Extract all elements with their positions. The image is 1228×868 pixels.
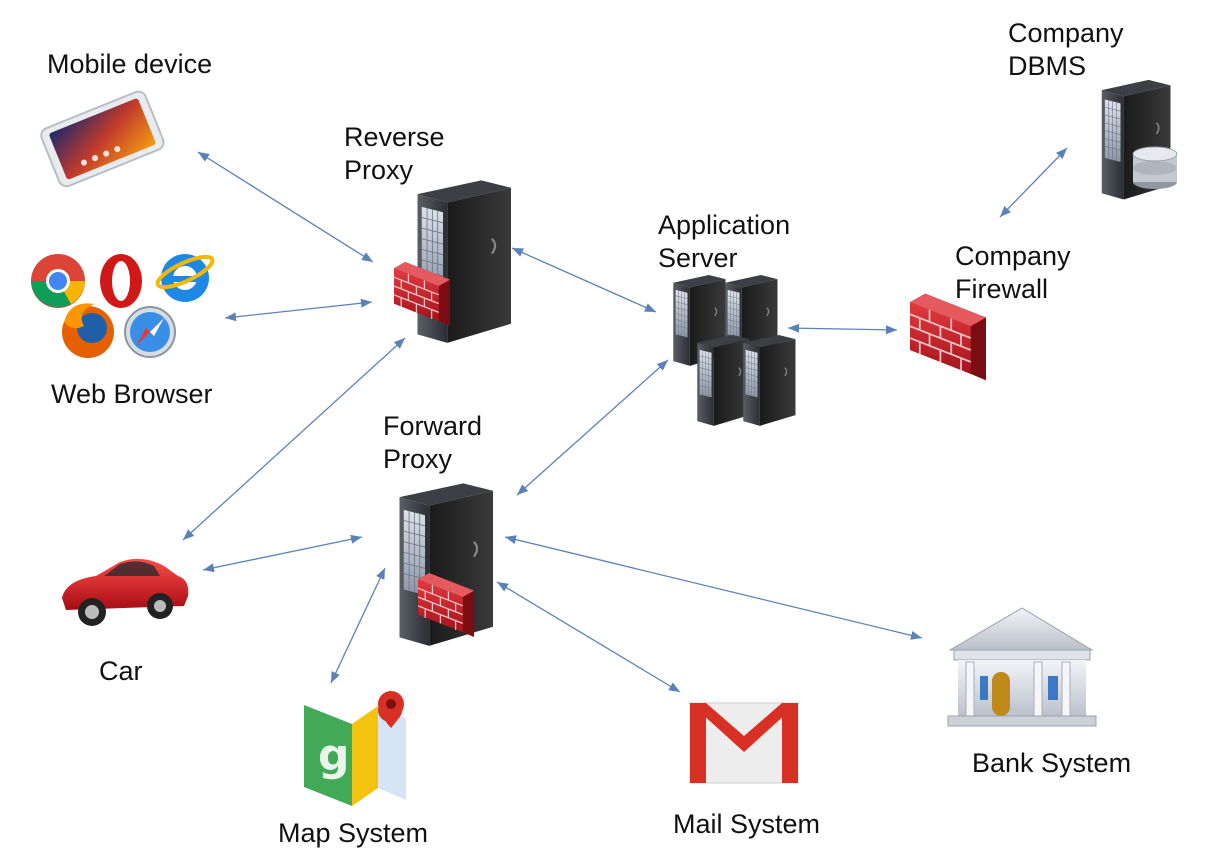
arrowhead-appserver <box>788 323 800 333</box>
arrowhead-forward <box>505 535 517 544</box>
chrome-icon <box>31 254 85 308</box>
arrowhead-bank <box>910 631 922 640</box>
label-mobile-device: Mobile device <box>47 49 212 79</box>
web-browsers-icon <box>31 254 215 358</box>
firefox-icon <box>62 303 114 358</box>
arrowhead-forward <box>497 582 509 592</box>
arrowhead-mail <box>668 682 680 692</box>
database-cylinder-icon <box>1132 146 1178 189</box>
arrowhead-forward <box>517 484 529 495</box>
arrowhead-car <box>203 563 215 573</box>
connectors-layer <box>182 147 1068 693</box>
arrowhead-reverse <box>361 252 373 262</box>
arrowhead-reverse <box>360 298 372 308</box>
label-forward-proxy: Forward Proxy <box>383 411 490 474</box>
arrowhead-car <box>183 529 195 540</box>
arrowhead-mobile <box>198 152 210 162</box>
connector-firewall-dbms <box>999 147 1068 218</box>
opera-icon <box>100 254 142 308</box>
connector-car-forward <box>202 536 363 571</box>
label-car: Car <box>99 656 143 686</box>
label-reverse-proxy: Reverse Proxy <box>344 122 452 185</box>
arrowhead-map <box>331 671 340 683</box>
label-application-server: Application Server <box>658 210 798 273</box>
arrowhead-appserver <box>644 303 656 312</box>
connector-reverse-appserver <box>511 247 657 313</box>
bank-building-icon: Bank <box>947 607 1097 727</box>
connector-mobile-reverse <box>197 151 374 263</box>
internet-explorer-icon <box>155 254 215 302</box>
connector-forward-bank <box>504 536 923 639</box>
label-map-system: Map System <box>278 818 428 848</box>
label-web-browser: Web Browser <box>51 379 213 409</box>
svg-text:g: g <box>318 730 350 781</box>
arrowhead-firewall <box>1000 205 1011 217</box>
label-company-dbms: Company DBMS <box>1008 18 1131 81</box>
database-server-icon <box>1100 79 1178 201</box>
arrowhead-dbms <box>1056 148 1067 160</box>
smartphone-icon <box>40 90 165 188</box>
label-mail-system: Mail System <box>673 809 820 839</box>
arrowhead-reverse <box>393 338 405 349</box>
forward-proxy-server-icon <box>398 482 495 647</box>
connector-browser-reverse <box>224 301 373 319</box>
google-maps-icon: g <box>304 691 406 806</box>
connector-forward-mail <box>496 581 681 693</box>
gmail-icon <box>689 702 799 784</box>
connector-map-forward <box>330 567 386 684</box>
arrowhead-reverse <box>512 248 524 257</box>
firewall-icon <box>910 292 986 382</box>
arrowhead-appserver <box>656 360 668 371</box>
arrowhead-forward <box>350 534 362 544</box>
red-car-icon <box>62 558 189 626</box>
connector-car-reverse <box>182 337 406 541</box>
arrowhead-forward <box>376 568 385 580</box>
arrowhead-browser <box>225 312 237 322</box>
label-layer: Mobile device Web Browser Car Map System… <box>47 18 1131 848</box>
reverse-proxy-server-icon <box>394 179 513 344</box>
safari-icon <box>124 306 176 358</box>
label-bank-system: Bank System <box>972 748 1131 778</box>
arrowhead-firewall <box>885 325 897 335</box>
label-company-firewall: Company Firewall <box>955 241 1078 304</box>
connector-forward-appserver <box>516 359 669 496</box>
connector-appserver-firewall <box>787 327 898 331</box>
server-cluster-icon <box>672 274 797 427</box>
